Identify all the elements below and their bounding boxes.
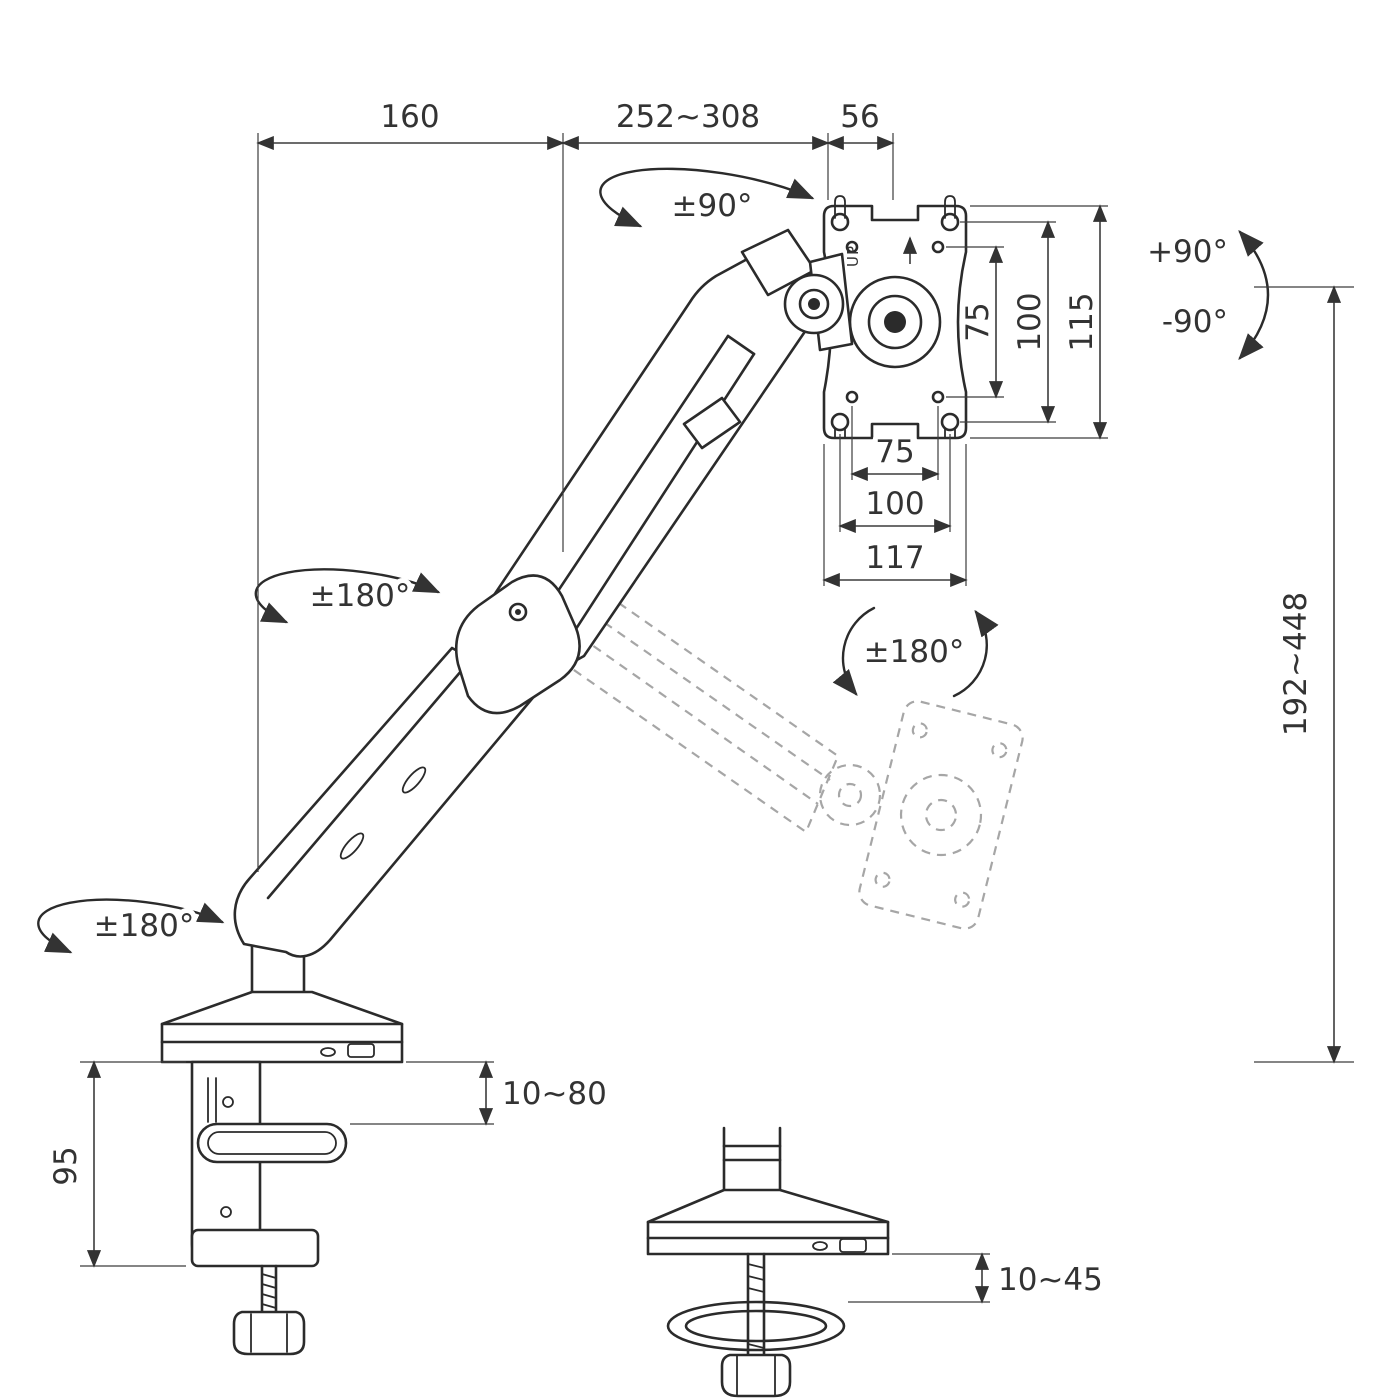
monitor-arm-assembly: UP [160, 195, 968, 1356]
dim-label-vesa-v75: 75 [960, 302, 996, 341]
dim-label-height-range: 192~448 [1278, 592, 1314, 736]
dim-label-head-offset: 56 [840, 99, 879, 135]
clamp-pad [196, 1122, 348, 1164]
clamp-screw [232, 1264, 306, 1356]
vesa75-hole [931, 240, 945, 254]
arm-rotate-arrow-icon [254, 568, 441, 624]
vent-slot [401, 766, 427, 794]
grommet-ring [666, 1300, 846, 1352]
vesa75-hole [845, 390, 859, 404]
vesa75-hole [845, 240, 859, 254]
vent-slot [339, 832, 365, 860]
vesa-plate: UP [822, 195, 968, 440]
usb-a-port [839, 1238, 867, 1253]
dim-label-plate-height: 115 [1064, 292, 1100, 351]
cable-clip [682, 396, 742, 450]
mid-joint [454, 574, 581, 715]
dim-label-vesa-v100: 100 [1012, 292, 1048, 351]
tilt-down-label: -90° [1162, 304, 1228, 340]
dim-label-plate-width: 117 [865, 540, 924, 576]
grommet-mount-assembly [646, 1126, 890, 1398]
rotation-annotations: ±90° ±180° ±180° ±180° +90° -90° [37, 167, 1270, 954]
head-swivel-label: ±90° [672, 188, 753, 224]
dim-label-clamp-height: 95 [48, 1146, 84, 1185]
desk-clamp-base [160, 990, 404, 1356]
keyhole-slot [830, 412, 850, 432]
clamp-lower-jaw [190, 1228, 320, 1268]
head-swivel-arrow-icon [599, 167, 815, 228]
dim-label-vesa-h75: 75 [875, 434, 914, 470]
dimension-annotations: 160 252~308 56 75 100 115 75 100 117 192… [43, 99, 1354, 1304]
grommet-knob [720, 1353, 792, 1398]
base-rotate-label: ±180° [94, 908, 195, 944]
head-joint [740, 228, 854, 352]
up-marking: UP [844, 245, 862, 267]
ghost-vesa-plate [858, 700, 1024, 930]
dim-label-grommet-range: 10~45 [998, 1262, 1103, 1298]
usb-c-port [812, 1241, 828, 1251]
vesa-rotate-arrow-icon [952, 609, 999, 698]
clamp-knob [232, 1310, 306, 1356]
dim-label-arm-reach: 252~308 [616, 99, 760, 135]
keyhole-slot [940, 412, 960, 432]
upper-arm [470, 236, 828, 696]
vesa-rotate-label: ±180° [864, 634, 965, 670]
keyhole-slot [940, 212, 960, 232]
base-rotate-arrow-icon [37, 898, 225, 954]
vesa-rotate-arrow-icon [832, 606, 876, 697]
dim-label-base-to-joint: 160 [380, 99, 439, 135]
usb-a-port [347, 1043, 375, 1058]
keyhole-slot [830, 212, 850, 232]
vesa75-hole [931, 390, 945, 404]
tilt-up-label: +90° [1147, 234, 1228, 270]
dim-label-clamp-range: 10~80 [502, 1076, 607, 1112]
dim-label-vesa-h100: 100 [865, 486, 924, 522]
arm-rotate-label: ±180° [310, 578, 411, 614]
usb-c-port [320, 1047, 336, 1057]
grommet-screw [720, 1252, 792, 1398]
tilt-arrow-icon [1238, 230, 1270, 360]
